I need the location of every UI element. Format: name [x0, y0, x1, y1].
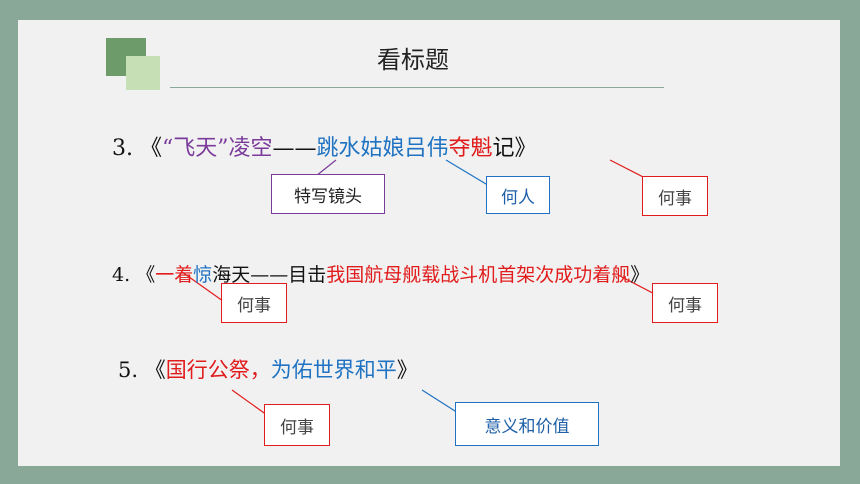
- text-segment: 夺魁: [448, 136, 493, 161]
- text-segment: 一着: [155, 264, 194, 286]
- callout-lines: [181, 159, 671, 421]
- text-segment: 《: [144, 358, 166, 382]
- annotation-box-what: 何事: [642, 176, 708, 216]
- item-number: 5.: [118, 358, 139, 382]
- text-segment: 《: [136, 264, 156, 286]
- annotation-box-what: 何事: [264, 404, 330, 446]
- annotation-box-what: 何事: [221, 283, 287, 323]
- decor-square-light: [126, 56, 160, 90]
- annotation-box-who: 何人: [486, 176, 550, 214]
- text-segment: 我国航母舰载战斗机首架次成功着舰: [326, 264, 631, 286]
- text-segment: 惊: [193, 264, 213, 286]
- annotation-box-what: 何事: [652, 283, 718, 323]
- text-segment: 跳水姑娘吕伟: [316, 136, 449, 161]
- text-segment: 》: [396, 358, 418, 382]
- text-segment: 国行公祭，: [165, 358, 271, 382]
- title-line-3: 3. 《“飞天”凌空——跳水姑娘吕伟夺魁记》: [112, 130, 537, 162]
- text-segment: 记》: [492, 136, 537, 161]
- item-number: 4.: [112, 264, 131, 286]
- annotation-box-camera: 特写镜头: [271, 174, 385, 214]
- item-number: 3.: [112, 136, 133, 161]
- title-line-5: 5. 《国行公祭，为佑世界和平》: [118, 354, 418, 384]
- title-underline: [170, 87, 664, 88]
- title-line-4: 4. 《一着惊海天——目击我国航母舰载战斗机首架次成功着舰》: [112, 260, 649, 287]
- text-segment: 《: [140, 136, 163, 161]
- text-segment: 海天——目击: [212, 264, 327, 286]
- text-segment: ——: [272, 136, 317, 161]
- text-segment: “飞天”凌空: [162, 136, 273, 161]
- slide: 看标题 3. 《“飞天”凌空——跳水姑娘吕伟夺魁记》 特写镜头 何人 何事 4.…: [18, 20, 840, 466]
- slide-title: 看标题: [377, 46, 449, 74]
- text-segment: 》: [630, 264, 650, 286]
- text-segment: 为佑世界和平: [270, 358, 397, 382]
- annotation-box-meaning: 意义和价值: [455, 402, 599, 446]
